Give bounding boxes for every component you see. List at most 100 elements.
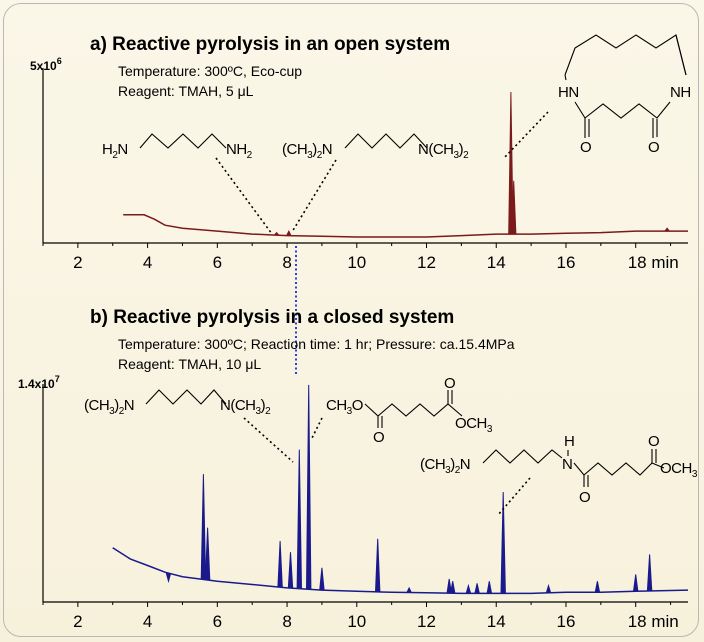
panel-a-tick-label-8: 18 min bbox=[628, 253, 679, 272]
panel-a-ring-o-left: O bbox=[580, 139, 591, 156]
panel-b-peak-12 bbox=[465, 583, 472, 594]
panel-a-leader-2 bbox=[291, 159, 337, 233]
panel-b-peak-16 bbox=[545, 583, 552, 594]
panel-b-peak-5 bbox=[296, 449, 302, 589]
panel-b-tick-label-8: 18 min bbox=[628, 612, 679, 631]
panel-a-y-max-label: 5x106 bbox=[30, 56, 62, 73]
panel-a-peak-4 bbox=[664, 227, 670, 232]
panel-b-trace bbox=[112, 547, 689, 595]
panel-b-peak-0 bbox=[165, 572, 172, 584]
panel-b-peak-6 bbox=[306, 384, 312, 590]
panel-b-peak-2 bbox=[204, 527, 211, 580]
panel-a-tmhda-right: N(CH3)2 bbox=[418, 141, 469, 161]
panel-b-adipate-o-left: O bbox=[373, 429, 384, 446]
panel-b-peak-8 bbox=[375, 538, 381, 592]
panel-a-tmhda-left: (CH3)2N bbox=[282, 141, 332, 161]
panel-b-peak-13 bbox=[474, 583, 480, 594]
panel-a-tick-label-3: 8 bbox=[282, 253, 291, 272]
panel-b-structure-dimethyl-adipate: CH3O O O OCH3 bbox=[311, 375, 493, 446]
panel-b-amide-left: (CH3)2N bbox=[420, 456, 470, 476]
panel-b-tmhda-left: (CH3)2N bbox=[84, 397, 134, 417]
panel-b-peak-18 bbox=[633, 574, 639, 592]
panel-b-peak-7 bbox=[319, 567, 325, 591]
panel-b-tick-label-0: 2 bbox=[73, 612, 82, 631]
panel-b-adipate-och3: OCH3 bbox=[455, 415, 493, 435]
panel-a-x-ticks: 2 4 6 8 10 12 14 16 18 min bbox=[42, 243, 679, 272]
panel-b-leader-2 bbox=[311, 417, 323, 439]
panel-b-peak-3 bbox=[277, 540, 283, 588]
panel-a-condition-1: Temperature: 300ºC, Eco-cup bbox=[118, 63, 302, 79]
panel-a-condition-2: Reagent: TMAH, 5 μL bbox=[118, 83, 254, 99]
panel-a-leader-1 bbox=[215, 157, 273, 235]
panel-a-diamine-end: NH2 bbox=[226, 141, 253, 161]
panel-a-leader-3 bbox=[503, 111, 549, 159]
panel-a-peak-0 bbox=[274, 231, 280, 236]
panel-b-amide-n: N bbox=[562, 456, 572, 473]
panel-b-peak-17 bbox=[594, 581, 601, 593]
panel-a-tick-label-0: 2 bbox=[73, 253, 82, 272]
panel-b-adipate-chain bbox=[364, 403, 463, 417]
panel-b-tick-label-1: 4 bbox=[143, 612, 152, 631]
panel-b-peak-11 bbox=[450, 581, 456, 594]
panel-b-peaks bbox=[165, 384, 653, 594]
panel-b-y-max-label: 1.4x107 bbox=[18, 374, 60, 391]
panel-a-peak-2 bbox=[508, 91, 514, 235]
panel-b-tmhda-chain bbox=[145, 389, 227, 405]
panel-a-ring-right bbox=[675, 34, 687, 76]
panel-a-peaks bbox=[274, 91, 670, 236]
panel-b-tick-label-3: 8 bbox=[282, 612, 291, 631]
panel-a-structure-tmhda: (CH3)2N N(CH3)2 bbox=[282, 133, 470, 233]
panel-b-tick-label-7: 16 bbox=[557, 612, 576, 631]
panel-b-peak-10 bbox=[446, 578, 452, 594]
panel-b-structure-tmhda: (CH3)2N N(CH3)2 bbox=[84, 389, 294, 463]
panel-a-tick-label-2: 6 bbox=[213, 253, 222, 272]
panel-a-ring-top bbox=[564, 34, 687, 76]
panel-a-diamine-formula: H2N bbox=[102, 141, 128, 161]
panel-b-amide-chain bbox=[482, 449, 563, 464]
panel-a-diamine-chain bbox=[139, 133, 227, 149]
panel-b-peak-19 bbox=[646, 554, 653, 591]
panel-a-tick-label-6: 14 bbox=[487, 253, 506, 272]
panel-a-tick-label-4: 10 bbox=[347, 253, 366, 272]
panel-b-tick-label-2: 6 bbox=[213, 612, 222, 631]
panel-b-title: b) Reactive pyrolysis in a closed system bbox=[90, 307, 454, 328]
panel-b-amide-o: O bbox=[579, 489, 590, 506]
panel-b-peak-14 bbox=[486, 581, 492, 594]
panel-a-tmhda-chain bbox=[344, 133, 428, 149]
panel-b-condition-2: Reagent: TMAH, 10 μL bbox=[118, 356, 261, 372]
panel-a-title: a) Reactive pyrolysis in an open system bbox=[90, 34, 450, 55]
panel-b-peak-9 bbox=[406, 586, 412, 593]
panel-b-condition-1: Temperature: 300ºC; Reaction time: 1 hr;… bbox=[118, 336, 515, 352]
panel-b-amide-chain-2 bbox=[573, 462, 665, 476]
panel-b-tick-label-4: 10 bbox=[347, 612, 366, 631]
panel-b: b) Reactive pyrolysis in a closed system… bbox=[18, 307, 698, 631]
panel-a-tick-label-1: 4 bbox=[143, 253, 152, 272]
panel-b-tick-label-5: 12 bbox=[417, 612, 436, 631]
panel-b-adipate-o-right: O bbox=[444, 375, 455, 392]
panel-b-peak-4 bbox=[287, 552, 294, 589]
panel-b-ester-och3: OCH3 bbox=[660, 460, 698, 480]
panel-b-leader-3 bbox=[497, 477, 531, 516]
panel-b-tmhda-right: N(CH3)2 bbox=[220, 397, 271, 417]
panel-a-ring-hn: HN bbox=[558, 84, 579, 101]
panel-a-ring-bottom bbox=[574, 101, 671, 119]
panel-b-peak-1 bbox=[200, 474, 207, 580]
panel-b-amide-h: H bbox=[564, 433, 574, 450]
panel-a-ring-o-right: O bbox=[648, 139, 659, 156]
panel-a: a) Reactive pyrolysis in an open system … bbox=[30, 34, 691, 272]
panel-a-ring-left bbox=[564, 74, 567, 81]
panel-b-adipate-ch3o: CH3O bbox=[326, 397, 363, 417]
panel-a-peak-1 bbox=[286, 229, 292, 236]
panel-b-peak-15 bbox=[500, 491, 506, 594]
panel-a-structure-diamine: H2N NH2 bbox=[102, 133, 273, 235]
panel-b-structure-amide-ester: (CH3)2N N H O O OCH3 bbox=[420, 433, 698, 516]
panel-a-peak-3 bbox=[511, 180, 517, 235]
figure-frame bbox=[3, 3, 699, 637]
panel-a-tick-label-7: 16 bbox=[557, 253, 576, 272]
panel-b-leader-1 bbox=[243, 417, 294, 463]
panel-a-tick-label-5: 12 bbox=[417, 253, 436, 272]
panel-a-ring-nh: NH bbox=[670, 84, 691, 101]
